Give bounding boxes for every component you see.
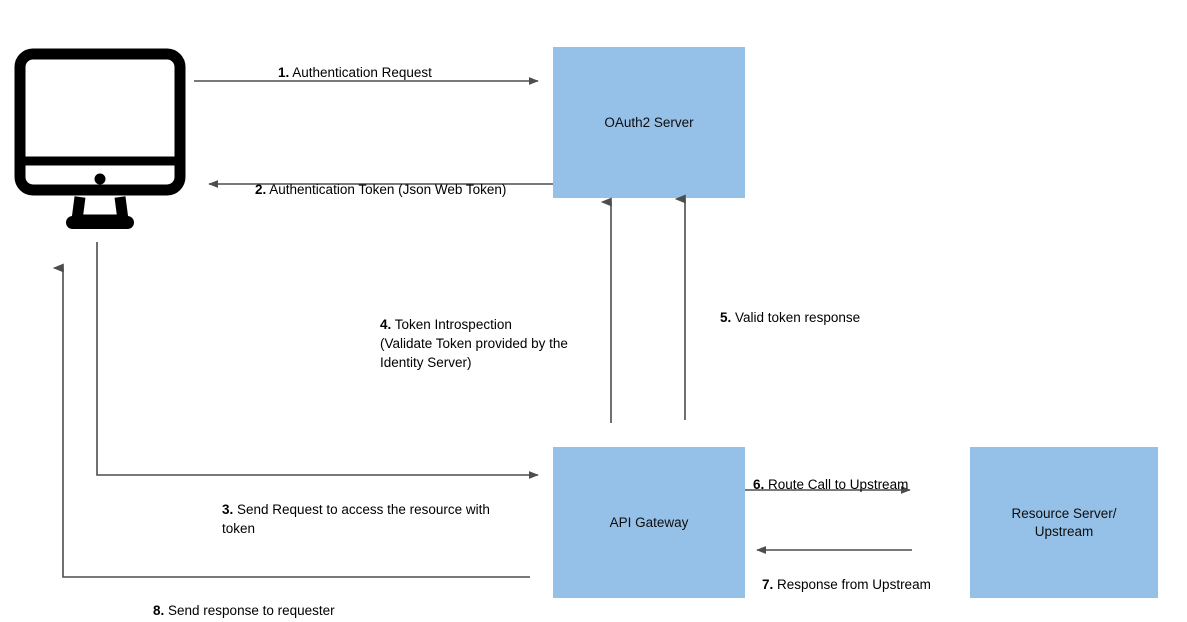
step-4-text: Token Introspection (Validate Token prov… xyxy=(380,317,568,370)
node-api-gateway-label: API Gateway xyxy=(609,514,689,530)
step-3-text: Send Request to access the resource with… xyxy=(222,502,490,536)
step-2-number: 2. xyxy=(255,182,267,197)
step-3-label: 3. Send Request to access the resource w… xyxy=(222,481,492,538)
node-oauth2-server[interactable]: OAuth2 Server xyxy=(553,47,745,198)
step-6-text: Route Call to Upstream xyxy=(764,477,909,492)
node-resource-server-label: Resource Server/ Upstream xyxy=(1011,505,1117,539)
step-5-label: 5. Valid token response xyxy=(720,289,860,327)
step-7-number: 7. xyxy=(762,577,774,592)
client-monitor-icon xyxy=(14,48,186,238)
step-7-label: 7. Response from Upstream xyxy=(762,556,931,594)
step-1-text: Authentication Request xyxy=(289,65,432,80)
step-3-number: 3. xyxy=(222,502,234,517)
arrow-3-send-request xyxy=(96,242,539,479)
monitor-glyph xyxy=(14,48,186,229)
node-api-gateway[interactable]: API Gateway xyxy=(553,447,745,598)
step-8-text: Send response to requester xyxy=(164,603,335,618)
step-2-label: 2. Authentication Token (Json Web Token) xyxy=(255,161,506,199)
step-2-text: Authentication Token (Json Web Token) xyxy=(266,182,507,197)
step-5-text: Valid token response xyxy=(731,310,861,325)
node-oauth2-server-label: OAuth2 Server xyxy=(604,114,694,130)
step-4-number: 4. xyxy=(380,317,392,332)
node-resource-server[interactable]: Resource Server/ Upstream xyxy=(970,447,1158,598)
step-5-number: 5. xyxy=(720,310,732,325)
arrow-8-send-response xyxy=(52,263,530,578)
step-1-number: 1. xyxy=(278,65,290,80)
step-7-text: Response from Upstream xyxy=(773,577,931,592)
step-6-number: 6. xyxy=(753,477,765,492)
step-8-number: 8. xyxy=(153,603,165,618)
step-8-label: 8. Send response to requester xyxy=(153,582,335,620)
step-4-label: 4. Token Introspection (Validate Token p… xyxy=(380,296,612,372)
step-6-label: 6. Route Call to Upstream xyxy=(753,456,908,494)
step-1-label: 1. Authentication Request xyxy=(278,44,432,82)
